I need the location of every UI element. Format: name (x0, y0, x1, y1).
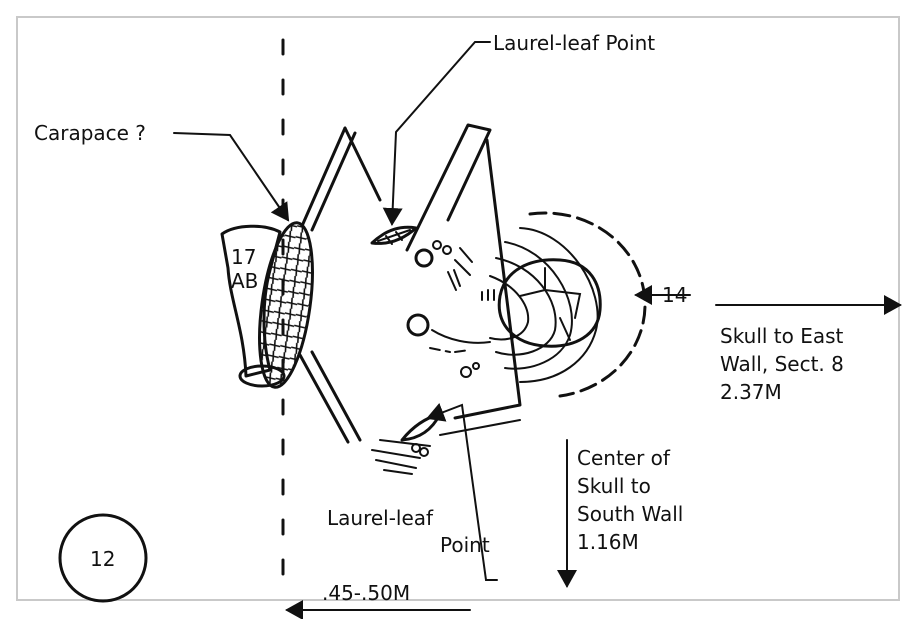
laurel-leaf-point-upper (370, 225, 418, 245)
south-wall-label-3: South Wall (577, 502, 683, 526)
south-wall-label-4: 1.16M (577, 530, 639, 554)
south-wall-label-2: Skull to (577, 474, 651, 498)
feature-14-label: 14 (662, 283, 687, 307)
leader-arrows (173, 41, 902, 619)
laurel-leaf-point-lower (371, 412, 521, 475)
east-wall-label-2: Wall, Sect. 8 (720, 352, 844, 376)
bone-fragments (406, 240, 495, 378)
laurel-leaf-point-label-bottom-1: Laurel-leaf (327, 506, 434, 530)
feature-17-sublabel: AB (231, 269, 258, 293)
laurel-leaf-point-label-bottom-2: Point (440, 533, 490, 557)
east-wall-label-1: Skull to East (720, 324, 844, 348)
feature-12-circle (58, 513, 148, 603)
feature-17-label: 17 (231, 245, 256, 269)
laurel-leaf-point-label-top: Laurel-leaf Point (493, 31, 655, 55)
width-measure-label: .45-.50M (322, 581, 410, 605)
carapace-shape (258, 221, 314, 389)
skull-14 (489, 211, 647, 398)
south-wall-label-1: Center of (577, 446, 671, 470)
feature-12-label: 12 (90, 547, 115, 571)
east-wall-label-3: 2.37M (720, 380, 782, 404)
diagram-frame (16, 16, 900, 601)
carapace-label: Carapace ? (34, 121, 146, 145)
pit-outline (298, 123, 522, 444)
